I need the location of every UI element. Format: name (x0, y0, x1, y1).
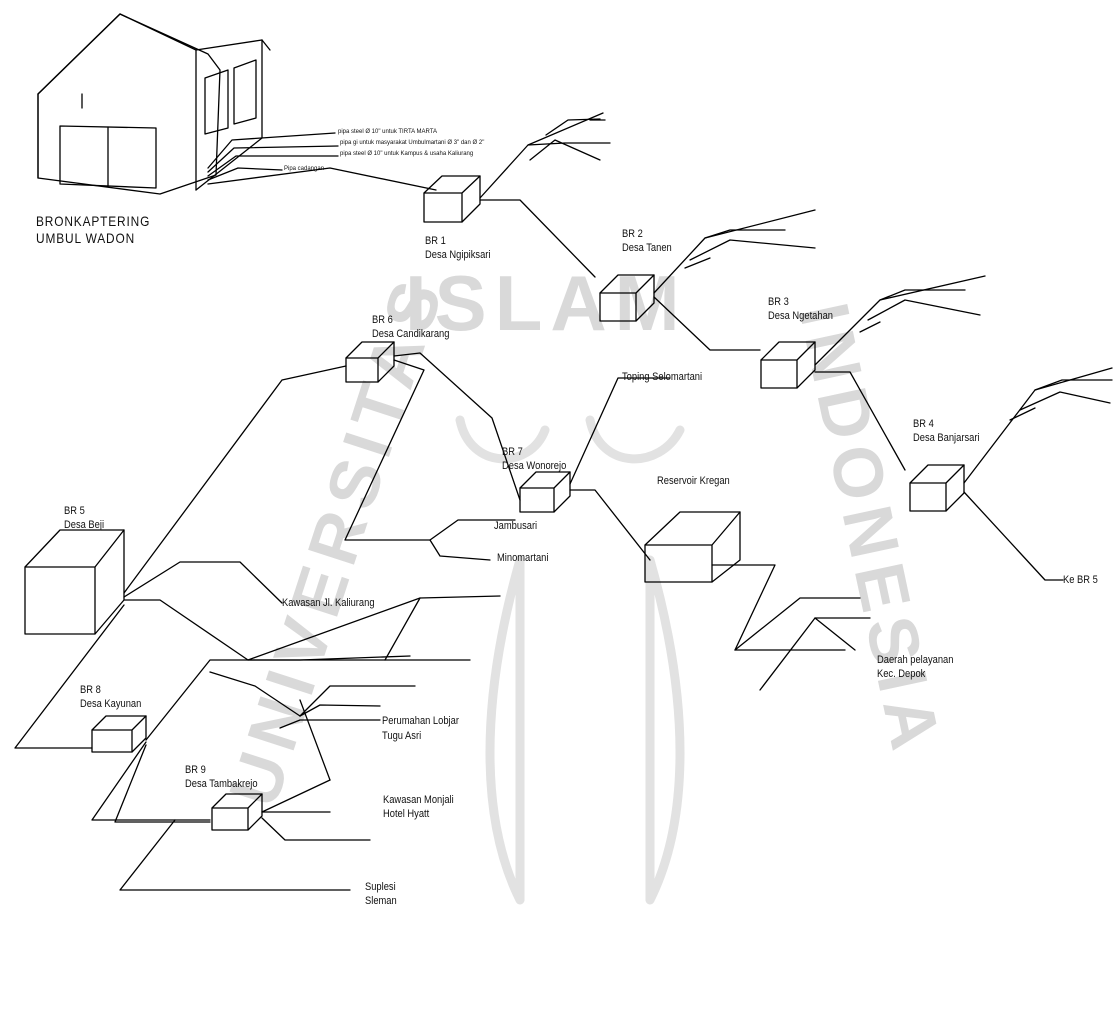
dest-ke-br5: Ke BR 5 (1063, 574, 1098, 586)
dest-depok-2: Kec. Depok (877, 668, 926, 680)
dest-suplesi-2: Sleman (365, 895, 397, 907)
br9-id: BR 9 (185, 764, 206, 776)
br1-id: BR 1 (425, 235, 446, 247)
br7-box-icon (519, 471, 571, 513)
dest-suplesi-1: Suplesi (365, 881, 396, 893)
br6-name: Desa Candikarang (372, 328, 450, 340)
br1-box-icon (423, 175, 481, 223)
pipe-label-1: pipa steel Ø 10" untuk TIRTA MARTA (338, 129, 437, 135)
br6-id: BR 6 (372, 314, 393, 326)
reservoir-box-icon (644, 511, 741, 583)
dest-depok-1: Daerah pelayanan (877, 654, 954, 666)
pipe-label-4: Pipa cadangan (284, 166, 325, 172)
watermark-crest-icon (455, 415, 685, 905)
dest-jambusari: Jambusari (494, 520, 538, 532)
dest-kaliurang: Kawasan Jl. Kaliurang (282, 597, 375, 609)
dest-monjali-2: Hotel Hyatt (383, 808, 430, 820)
br2-box-icon (599, 274, 655, 322)
br7-name: Desa Wonorejo (502, 460, 567, 472)
br8-box-icon (91, 715, 147, 753)
source-name-line2: UMBUL WADON (36, 230, 136, 246)
source-name-line1: BRONKAPTERING (36, 213, 151, 229)
dest-monjali-1: Kawasan Monjali (383, 794, 454, 806)
br5-box-icon (24, 529, 125, 635)
br3-box-icon (760, 341, 816, 389)
dest-perumahan-2: Tugu Asri (382, 730, 422, 742)
br6-box-icon (345, 341, 395, 383)
pipe-label-2: pipa gi untuk masyarakat Umbulmartani Ø … (340, 140, 485, 146)
br8-id: BR 8 (80, 684, 101, 696)
br7-id: BR 7 (502, 446, 523, 458)
br5-name: Desa Beji (64, 519, 105, 531)
dest-topeng: Toping Selomartani (622, 371, 703, 383)
pipe-label-3: pipa steel Ø 10" untuk Kampus & usaha Ka… (340, 151, 474, 157)
br9-name: Desa Tambakrejo (185, 778, 258, 790)
br4-box-icon (909, 464, 965, 512)
br3-id: BR 3 (768, 296, 789, 308)
br8-name: Desa Kayunan (80, 698, 142, 710)
br4-id: BR 4 (913, 418, 934, 430)
br3-name: Desa Ngetahan (768, 310, 833, 322)
building-icon (37, 13, 271, 195)
br2-name: Desa Tanen (622, 242, 672, 254)
br1-name: Desa Ngipiksari (425, 249, 491, 261)
br2-id: BR 2 (622, 228, 643, 240)
br9-box-icon (211, 793, 263, 831)
br5-id: BR 5 (64, 505, 85, 517)
dest-minomartani: Minomartani (497, 552, 549, 564)
br4-name: Desa Banjarsari (913, 432, 980, 444)
reservoir-label: Reservoir Kregan (657, 475, 730, 487)
dest-perumahan-1: Perumahan Lobjar (382, 715, 459, 727)
